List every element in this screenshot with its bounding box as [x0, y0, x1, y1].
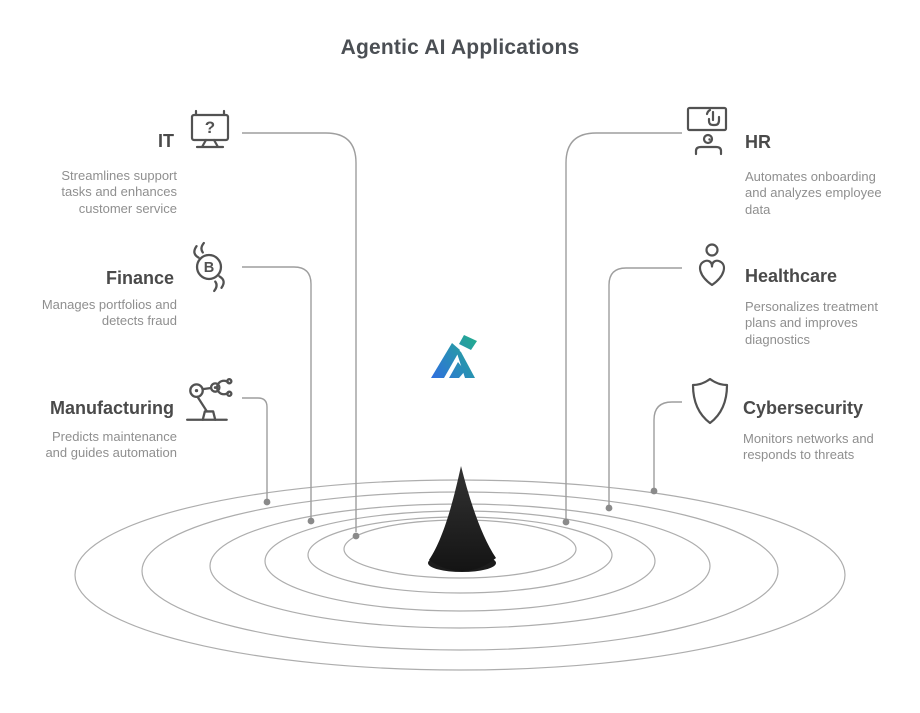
connector-it: [242, 132, 357, 532]
person-heart-icon: [687, 241, 737, 301]
dot-healthcare: [605, 504, 613, 512]
hands-bitcoin-icon: B: [183, 241, 235, 298]
item-label-hr: HR: [745, 132, 771, 152]
item-desc-it: Streamlines support tasks and enhances c…: [61, 168, 177, 216]
item-label-healthcare: Healthcare: [745, 266, 838, 286]
connector-dots: [263, 487, 658, 540]
item-desc-finance: Manages portfolios and detects fraud: [41, 297, 177, 329]
connector-lines: [242, 132, 682, 532]
item-desc-manufacturing: Predicts maintenance and guides automati…: [45, 429, 177, 461]
item-desc-cybersecurity: Monitors networks and responds to threat…: [743, 431, 874, 463]
dot-it: [352, 532, 360, 540]
logo-left-leg: [431, 343, 460, 378]
shield-icon: [684, 375, 736, 436]
item-label-cybersecurity: Cybersecurity: [743, 398, 864, 418]
logo-flag: [459, 335, 477, 350]
dot-finance: [307, 517, 315, 525]
connector-healthcare: [608, 267, 682, 505]
logo-inner-peak: [449, 362, 465, 378]
center-cone: [428, 466, 496, 572]
cone-shape: [429, 466, 496, 571]
logo-right-leg: [455, 347, 475, 378]
question-glyph: ?: [205, 118, 215, 137]
dot-manufacturing: [263, 498, 271, 506]
connector-cybersecurity: [653, 401, 682, 488]
robot-arm-icon: [183, 374, 235, 431]
monitor-question-icon: ?: [185, 105, 235, 160]
item-label-finance: Finance: [105, 268, 174, 288]
item-label-manufacturing: Manufacturing: [50, 398, 174, 418]
bitcoin-glyph: B: [204, 260, 215, 276]
connector-manufacturing: [242, 397, 268, 499]
item-label-it: IT: [158, 131, 174, 151]
brand-logo: [431, 335, 477, 378]
dot-hr: [562, 518, 570, 526]
connector-finance: [242, 266, 312, 518]
item-desc-healthcare: Personalizes treatment plans and improve…: [745, 299, 878, 347]
screen-click-person-icon: [683, 102, 738, 162]
dot-cybersecurity: [650, 487, 658, 495]
connector-hr: [565, 132, 682, 519]
page-title: Agentic AI Applications: [340, 36, 580, 59]
item-desc-hr: Automates onboarding and analyzes employ…: [745, 169, 882, 217]
